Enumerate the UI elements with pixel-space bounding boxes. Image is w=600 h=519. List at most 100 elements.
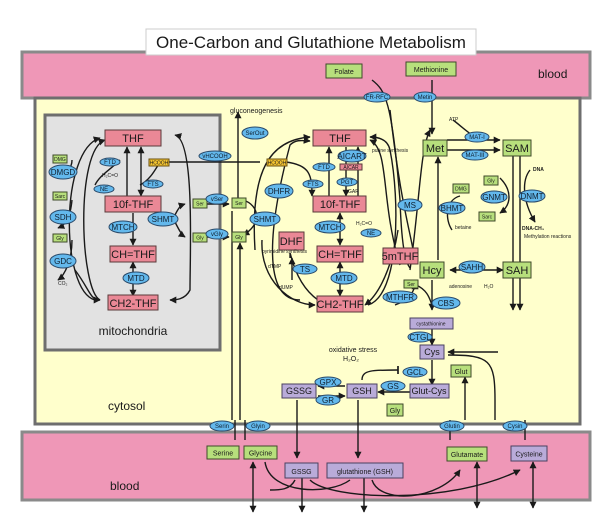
cyto-formaldehyde-label: H₂C=O: [356, 221, 372, 227]
cys-box: Cys: [419, 344, 445, 360]
svg-text:AICART: AICART: [337, 152, 366, 161]
pyrimidine-synthesis-label: pyrimidine synthesis: [262, 249, 308, 255]
svg-text:GCL: GCL: [407, 368, 424, 377]
enzyme-ms: MS: [397, 198, 423, 212]
svg-text:AICAR: AICAR: [343, 165, 359, 171]
svg-text:SHMT: SHMT: [254, 215, 277, 224]
svg-text:GSSG: GSSG: [291, 469, 311, 476]
mito-co2-label: CO₂: [58, 281, 68, 287]
svg-text:SAM: SAM: [505, 143, 529, 155]
purine-synthesis-label: purine synthesis: [372, 148, 409, 154]
water-label: H₂O: [484, 284, 494, 290]
enzyme-gs: GS: [380, 380, 406, 392]
enzyme-mat-i: MAT-I: [464, 131, 490, 143]
oxidative-stress-label: oxidative stress: [329, 347, 378, 354]
svg-text:Glutamate: Glutamate: [451, 452, 483, 459]
cyto-ch-thf-box: CH=THF: [316, 245, 364, 263]
svg-text:cystathionine: cystathionine: [416, 322, 445, 328]
svg-text:vHCOOH: vHCOOH: [202, 154, 227, 160]
svg-text:PGT: PGT: [341, 180, 354, 186]
svg-text:Gly: Gly: [196, 236, 204, 242]
svg-text:glutathione (GSH): glutathione (GSH): [337, 469, 393, 476]
cyto-ser-box: Ser: [231, 197, 247, 209]
cyto-hcooh-box: HCOOH: [266, 158, 288, 167]
svg-text:Met: Met: [426, 143, 444, 155]
svg-text:DMG: DMG: [455, 187, 467, 193]
enzyme-sdh: SDH: [49, 209, 77, 225]
mito-ser-box: Ser: [192, 198, 208, 209]
blood-compartment-top: [20, 50, 592, 100]
mito-10f-thf-box: 10f-THF: [104, 195, 162, 213]
svg-text:Gly: Gly: [56, 236, 64, 242]
enzyme-shmt-cyto: SHMT: [249, 211, 281, 227]
page-title: One-Carbon and Glutathione Metabolism: [156, 33, 466, 52]
mito-gly-box-2: Gly: [192, 232, 208, 243]
svg-text:SAH: SAH: [506, 265, 529, 277]
svg-text:GDC: GDC: [54, 257, 72, 266]
enzyme-ts: TS: [292, 263, 318, 275]
svg-text:BHMT: BHMT: [441, 204, 464, 213]
transporter-glutin: Glutin: [439, 420, 465, 432]
svg-text:MTCH: MTCH: [111, 223, 134, 232]
svg-text:SerOut: SerOut: [245, 131, 264, 137]
transporter-serout: SerOut: [241, 126, 269, 140]
enzyme-shmt-mito: SHMT: [147, 211, 179, 227]
svg-text:FTD: FTD: [318, 165, 330, 171]
enzyme-gr: GR: [315, 394, 341, 406]
svg-text:Ser: Ser: [407, 282, 415, 288]
enzyme-pgt: PGT: [336, 177, 358, 187]
enzyme-mtd-mito: MTD: [122, 271, 150, 285]
atp-label: ATP: [449, 117, 459, 123]
enzyme-mtd-cyto: MTD: [330, 271, 358, 285]
enzyme-fts-mito: FTS: [142, 179, 164, 189]
mito-ch2-thf-box: CH2-THF: [107, 294, 159, 311]
svg-text:MS: MS: [404, 201, 416, 210]
enzyme-bhmt: BHMT: [438, 201, 466, 215]
enzyme-fts-cyto: FTS: [302, 179, 324, 189]
svg-text:FTS: FTS: [147, 182, 158, 188]
enzyme-ftd-mito: FTD: [99, 157, 121, 167]
cyto-ch2-thf-box: CH2-THF: [316, 295, 364, 313]
svg-text:CTGL: CTGL: [409, 333, 431, 342]
transporter-glyin: Glyin: [245, 420, 271, 432]
blood-label-top: blood: [538, 67, 567, 81]
gnmt-gly-box: Gly: [483, 175, 499, 186]
svg-text:vGly: vGly: [211, 232, 223, 238]
hcy-box: Hcy: [419, 261, 445, 279]
blood-label-bottom: blood: [110, 479, 139, 493]
enzyme-dhfr: DHFR: [264, 183, 294, 199]
svg-text:SDH: SDH: [55, 213, 72, 222]
svg-text:Glutin: Glutin: [444, 424, 460, 430]
cytosol-label: cytosol: [108, 399, 145, 413]
cystathionine-box: cystathionine: [409, 317, 454, 330]
svg-text:MTD: MTD: [335, 274, 353, 283]
transporter-fr-rfc: FR-RFC: [363, 91, 391, 103]
transporter-vhcooh: vHCOOH: [198, 150, 232, 162]
enzyme-gcl: GCL: [402, 366, 428, 378]
svg-text:MTHFR: MTHFR: [386, 293, 414, 302]
enzyme-mtch-cyto: MTCH: [314, 220, 346, 234]
svg-text:CBS: CBS: [438, 299, 454, 308]
svg-text:Methionine: Methionine: [414, 67, 448, 74]
svg-text:Cysin: Cysin: [507, 424, 522, 430]
svg-text:Gly: Gly: [235, 235, 243, 241]
gnmt-sarc-box: Sarc: [478, 211, 496, 222]
gar-label: GAR: [348, 189, 359, 195]
svg-text:Gly: Gly: [390, 408, 401, 415]
enzyme-gpx: GPX: [314, 376, 342, 388]
svg-text:GSH: GSH: [352, 386, 372, 396]
svg-text:10f-THF: 10f-THF: [320, 199, 361, 211]
title-box: [145, 28, 477, 56]
svg-text:FTD: FTD: [104, 160, 116, 166]
svg-text:Folate: Folate: [334, 69, 354, 76]
svg-text:Cys: Cys: [424, 347, 440, 357]
svg-text:Glyin: Glyin: [251, 424, 265, 430]
h2o2-label: H₂O₂: [343, 356, 359, 363]
cyto-gly-box: Gly: [231, 231, 247, 243]
dump-label: dUMP: [279, 285, 294, 291]
5mthf-box: 5mTHF: [382, 247, 419, 265]
svg-text:Ser: Ser: [235, 201, 243, 207]
adenosine-label: adenosine: [449, 284, 472, 290]
blood-folate-box: Folate: [325, 63, 363, 79]
